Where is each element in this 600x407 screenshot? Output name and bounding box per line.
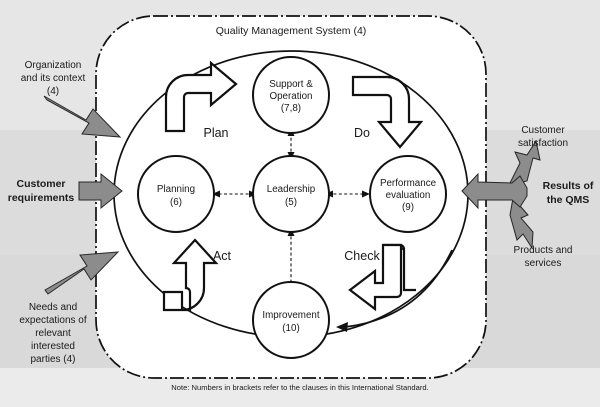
node-leadership-label-1: Leadership xyxy=(267,184,316,195)
node-support-operation[interactable]: Support & Operation (7,8) xyxy=(252,56,330,134)
output-products-line-1: Products and xyxy=(514,245,573,256)
input-label-needs-and-expectations: Needs and expectations of relevant inter… xyxy=(19,302,86,365)
output-label-customer-satisfaction: Customer satisfaction xyxy=(518,125,568,149)
input-label-customer-requirements: Customer requirements xyxy=(8,178,75,204)
input-needs-line-5: parties (4) xyxy=(30,354,75,365)
node-support-operation-clause: (7,8) xyxy=(281,103,301,114)
input-organization-line-2: and its context xyxy=(21,73,86,84)
input-customer-requirements-line-1: Customer xyxy=(16,178,65,190)
node-performance-evaluation-label-2: evaluation xyxy=(386,190,431,201)
node-improvement-clause: (10) xyxy=(282,323,299,334)
input-needs-line-2: expectations of xyxy=(19,315,86,326)
pdca-label-act: Act xyxy=(213,249,232,263)
input-needs-line-4: interested xyxy=(31,341,75,352)
input-organization-line-3: (4) xyxy=(47,86,59,97)
pdca-label-plan: Plan xyxy=(203,126,228,140)
output-products-line-2: services xyxy=(525,258,562,269)
improvement-return-arrow xyxy=(336,249,453,332)
input-needs-line-3: relevant xyxy=(35,328,71,339)
node-performance-evaluation[interactable]: Performance evaluation (9) xyxy=(369,155,447,233)
node-improvement[interactable]: Improvement (10) xyxy=(252,281,330,359)
do-arrow xyxy=(351,75,424,149)
input-organization-line-1: Organization xyxy=(25,60,82,71)
node-performance-evaluation-label-1: Performance xyxy=(380,178,437,189)
output-customer-satisfaction-line-2: satisfaction xyxy=(518,138,568,149)
act-arrow xyxy=(162,238,219,312)
output-label-products-and-services: Products and services xyxy=(514,245,573,269)
node-performance-evaluation-clause: (9) xyxy=(402,202,414,213)
node-improvement-label-1: Improvement xyxy=(262,310,319,321)
output-customer-satisfaction-line-1: Customer xyxy=(521,125,565,136)
node-leadership[interactable]: Leadership (5) xyxy=(252,155,330,233)
output-arrow-results-of-qms xyxy=(461,139,541,250)
node-planning-clause: (6) xyxy=(170,197,182,208)
plan-arrow xyxy=(164,60,238,133)
node-support-operation-label-1: Support & xyxy=(269,79,313,90)
input-label-organization-and-its-context: Organization and its context (4) xyxy=(21,60,86,97)
node-leadership-clause: (5) xyxy=(285,197,297,208)
input-arrow-organization xyxy=(43,95,122,138)
node-planning-label-1: Planning xyxy=(157,184,195,195)
check-arrow xyxy=(348,243,416,312)
footnote: Note: Numbers in brackets refer to the c… xyxy=(171,383,428,392)
output-results-line-2: the QMS xyxy=(547,194,590,206)
node-planning[interactable]: Planning (6) xyxy=(137,155,215,233)
pdca-label-check: Check xyxy=(344,249,380,263)
input-needs-line-1: Needs and xyxy=(29,302,77,313)
node-support-operation-label-2: Operation xyxy=(269,91,312,102)
input-arrow-customer-requirements xyxy=(78,172,123,210)
leadership-connectors xyxy=(212,128,370,291)
page-title: Quality Management System (4) xyxy=(216,25,367,37)
output-label-results-of-the-qms: Results of the QMS xyxy=(543,180,594,206)
pdca-label-do: Do xyxy=(354,126,370,140)
input-arrow-needs-expectations xyxy=(44,251,120,295)
input-customer-requirements-line-2: requirements xyxy=(8,192,75,204)
output-results-line-1: Results of xyxy=(543,180,594,192)
